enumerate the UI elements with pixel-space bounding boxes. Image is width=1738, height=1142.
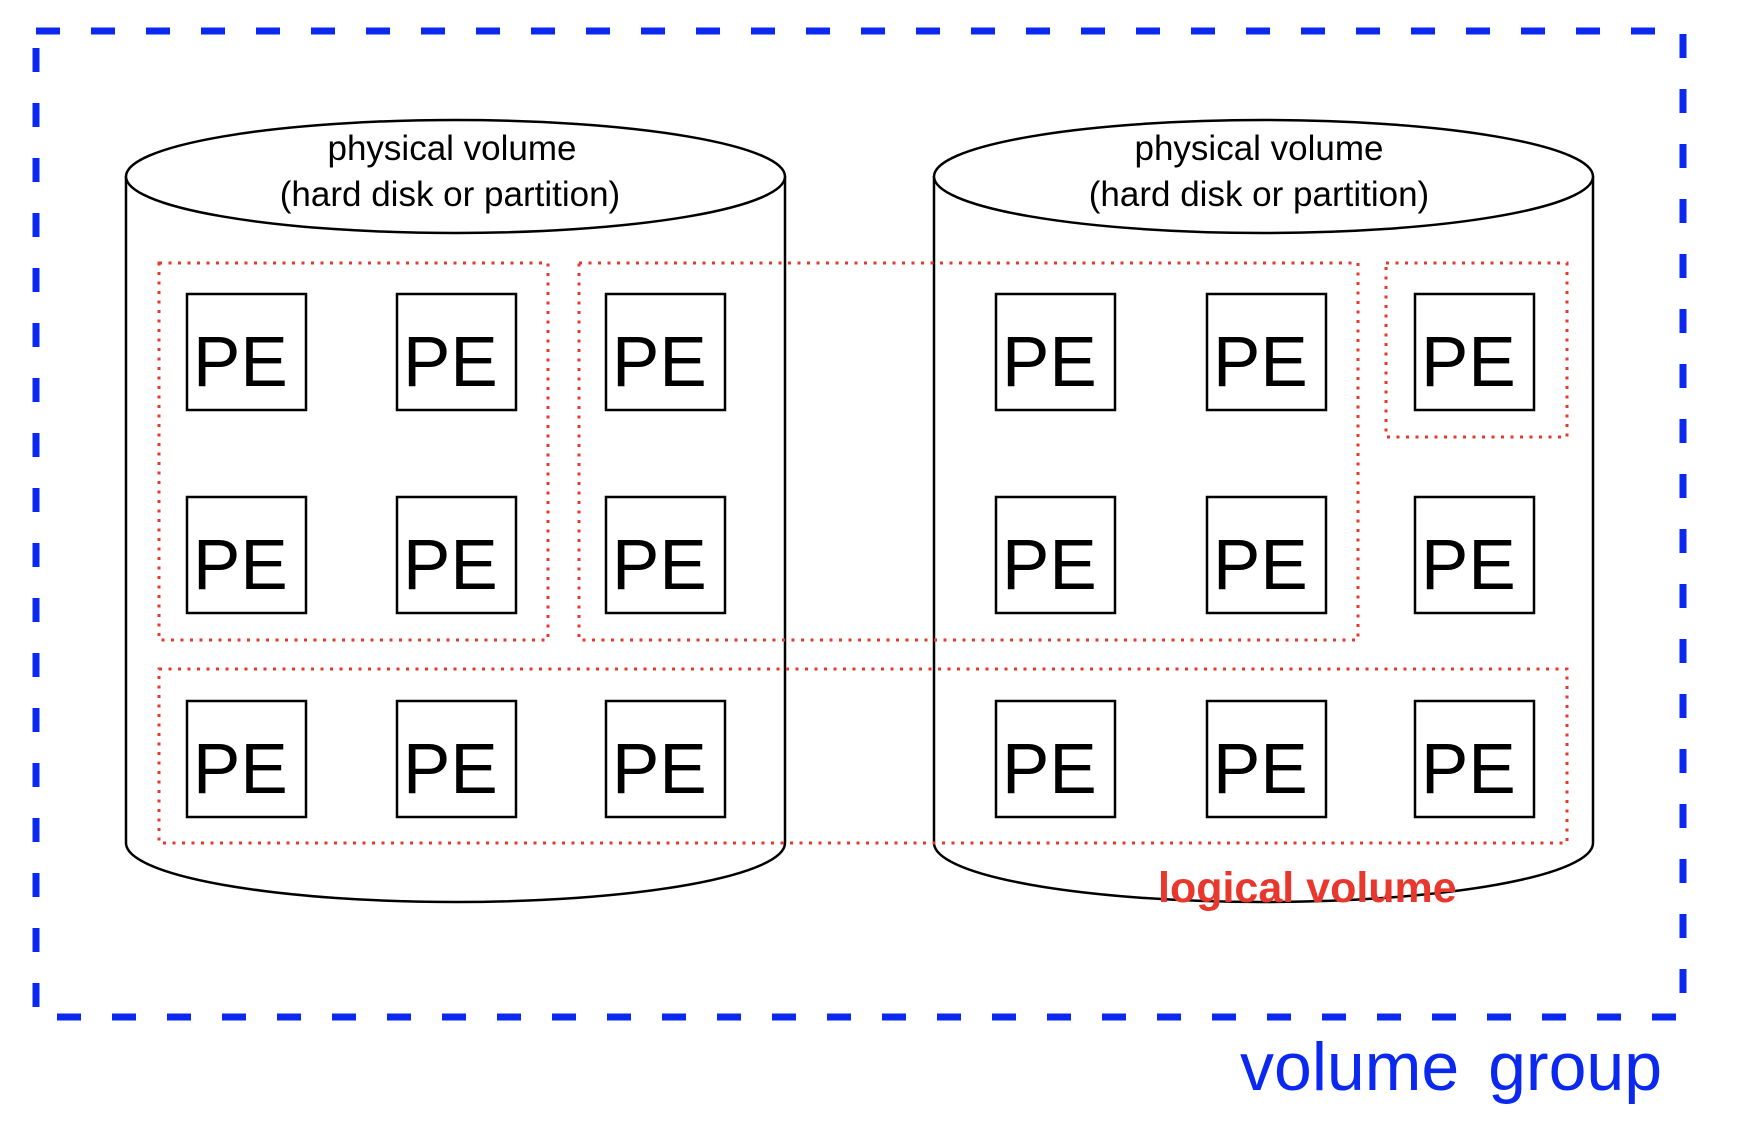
physical-extent-box	[395, 292, 518, 412]
physical-extent-label: PE	[193, 730, 288, 809]
physical-extent: PE	[395, 699, 518, 819]
physical-extent-label: PE	[1421, 323, 1516, 402]
physical-extent: PE	[395, 292, 518, 412]
physical-extent-label: PE	[612, 730, 707, 809]
pv-title-line1: physical volume	[1135, 129, 1384, 168]
physical-extent-box	[185, 495, 308, 615]
physical-extent-box	[604, 699, 727, 819]
physical-extent-box	[185, 292, 308, 412]
physical-extent: PE	[1205, 292, 1328, 412]
logical-volume-outlines	[157, 261, 1569, 845]
physical-extents: PE PE PE PE PE PE PE PE PE PE PE PE PE PE PE PE PE PE	[185, 292, 1536, 819]
physical-extent-box	[1413, 495, 1536, 615]
physical-extent-box	[604, 495, 727, 615]
physical-extent: PE	[185, 495, 308, 615]
physical-extent: PE	[1205, 699, 1328, 819]
volume-group-label: volume group	[1240, 1029, 1662, 1105]
logical-volume-1-outline	[157, 261, 550, 642]
physical-extent-box	[185, 699, 308, 819]
physical-extent: PE	[994, 495, 1117, 615]
physical-extent-label: PE	[1213, 323, 1308, 402]
physical-extent-label: PE	[403, 526, 498, 605]
cylinder-top	[124, 118, 787, 235]
physical-extent-label: PE	[403, 323, 498, 402]
physical-extent: PE	[1413, 292, 1536, 412]
pv-title-line1: physical volume	[328, 129, 577, 168]
pv-title-line2: (hard disk or partition)	[280, 175, 620, 214]
physical-extent: PE	[994, 292, 1117, 412]
physical-extent-box	[994, 699, 1117, 819]
physical-extent-box	[1205, 292, 1328, 412]
physical-extent-label: PE	[193, 526, 288, 605]
physical-extent-label: PE	[612, 323, 707, 402]
physical-volume-1: physical volume (hard disk or partition)	[124, 118, 787, 904]
physical-extent-label: PE	[1421, 526, 1516, 605]
physical-extent-box	[395, 699, 518, 819]
physical-extent: PE	[185, 292, 308, 412]
logical-volume-4-outline	[1384, 261, 1569, 439]
cylinder-body	[124, 176, 787, 904]
physical-extent-box	[604, 292, 727, 412]
physical-extent-label: PE	[193, 323, 288, 402]
cylinder-body	[932, 176, 1595, 904]
physical-extent-box	[1413, 699, 1536, 819]
physical-extent-box	[994, 292, 1117, 412]
physical-extent-label: PE	[1002, 323, 1097, 402]
physical-extent: PE	[604, 292, 727, 412]
physical-extent: PE	[604, 699, 727, 819]
physical-extent: PE	[604, 495, 727, 615]
cylinder-top	[932, 118, 1595, 235]
physical-extent: PE	[1413, 699, 1536, 819]
physical-extent-box	[994, 495, 1117, 615]
physical-extent-box	[395, 495, 518, 615]
physical-extent-label: PE	[1002, 730, 1097, 809]
physical-extent-box	[1205, 699, 1328, 819]
physical-extent: PE	[1205, 495, 1328, 615]
pv-title-line2: (hard disk or partition)	[1089, 175, 1429, 214]
physical-extent-label: PE	[1213, 526, 1308, 605]
physical-volume-2: physical volume (hard disk or partition)	[932, 118, 1595, 904]
physical-extent: PE	[994, 699, 1117, 819]
physical-extent: PE	[395, 495, 518, 615]
physical-extent: PE	[185, 699, 308, 819]
physical-extent-label: PE	[1002, 526, 1097, 605]
physical-extent-label: PE	[612, 526, 707, 605]
logical-volume-3-outline	[157, 667, 1569, 845]
logical-volume-label: logical volume	[1158, 864, 1457, 912]
physical-extent: PE	[1413, 495, 1536, 615]
physical-extent-label: PE	[1213, 730, 1308, 809]
physical-extent-box	[1205, 495, 1328, 615]
physical-extent-label: PE	[1421, 730, 1516, 809]
physical-extent-label: PE	[403, 730, 498, 809]
physical-extent-box	[1413, 292, 1536, 412]
